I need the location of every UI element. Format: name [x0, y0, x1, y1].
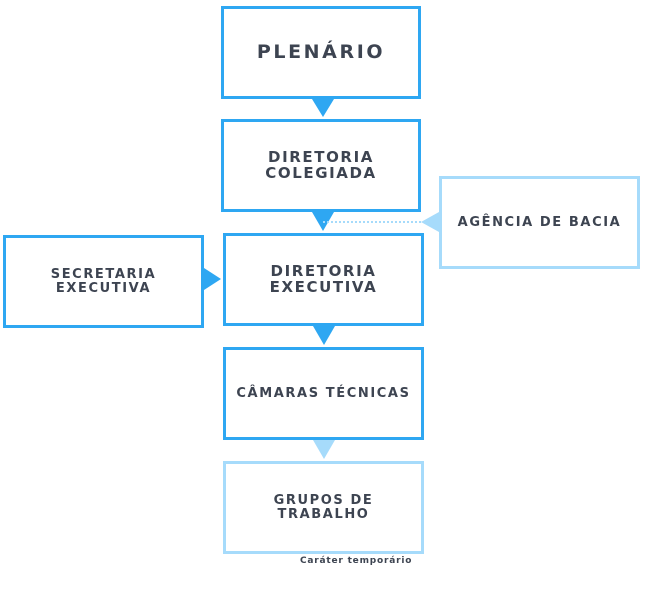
arrow-secretaria-to-executiva — [204, 268, 221, 290]
node-camaras-tecnicas-label: CÂMARAS TÉCNICAS — [236, 385, 411, 401]
node-diretoria-colegiada: DIRETORIA COLEGIADA — [221, 119, 421, 212]
arrow-plenario-to-colegiada — [312, 99, 334, 117]
arrow-executiva-to-camaras — [313, 326, 335, 345]
arrow-camaras-to-grupos — [313, 440, 335, 459]
node-agencia-de-bacia-label: AGÊNCIA DE BACIA — [457, 214, 622, 230]
node-diretoria-executiva-label: DIRETORIA EXECUTIVA — [269, 261, 378, 296]
node-diretoria-colegiada-label: DIRETORIA COLEGIADA — [265, 147, 377, 182]
node-plenario: PLENÁRIO — [221, 6, 421, 99]
node-agencia-de-bacia: AGÊNCIA DE BACIA — [439, 176, 640, 269]
node-plenario-label: PLENÁRIO — [256, 40, 386, 63]
node-secretaria-executiva-label: SECRETARIA EXECUTIVA — [50, 266, 157, 296]
node-grupos-de-trabalho-label: GRUPOS DE TRABALHO — [273, 492, 374, 522]
grupos-caption: Caráter temporário — [300, 556, 413, 566]
node-camaras-tecnicas: CÂMARAS TÉCNICAS — [223, 347, 424, 440]
node-diretoria-executiva: DIRETORIA EXECUTIVA — [223, 233, 424, 326]
node-secretaria-executiva: SECRETARIA EXECUTIVA — [3, 235, 204, 328]
node-grupos-de-trabalho: GRUPOS DE TRABALHO — [223, 461, 424, 554]
arrow-agencia-to-colegiada — [421, 212, 439, 232]
